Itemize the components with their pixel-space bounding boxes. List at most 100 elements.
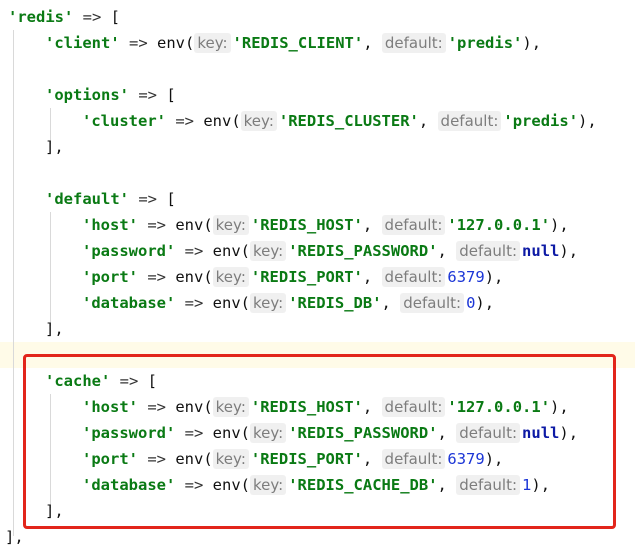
string-token: 'host' xyxy=(82,216,138,234)
punctuation-token: ), xyxy=(559,424,579,442)
string-token: 'REDIS_CLIENT' xyxy=(232,34,364,52)
function-token: env( xyxy=(175,216,213,234)
punctuation-token: , xyxy=(362,450,382,468)
punctuation-token: ], xyxy=(45,502,64,520)
punctuation-token: ), xyxy=(484,450,504,468)
string-token: 'default' xyxy=(45,190,129,208)
param-hint: default: xyxy=(381,267,446,287)
operator-token: => xyxy=(138,216,176,234)
code-line[interactable]: ], xyxy=(45,316,64,342)
code-line[interactable]: 'port' => env(key:'REDIS_PORT', default:… xyxy=(82,446,503,472)
punctuation-token: , xyxy=(362,268,382,286)
function-token: env( xyxy=(175,268,213,286)
annotation-highlight-box xyxy=(23,354,616,529)
string-token: 'cache' xyxy=(45,372,111,390)
punctuation-token: ), xyxy=(531,476,551,494)
code-line[interactable]: 'database' => env(key:'REDIS_DB', defaul… xyxy=(82,290,494,316)
code-line[interactable]: ], xyxy=(45,134,64,160)
operator-token: => xyxy=(119,34,157,52)
code-line[interactable]: ], xyxy=(45,498,64,524)
param-hint: key: xyxy=(194,33,231,53)
operator-token: => xyxy=(138,398,176,416)
string-token: 'password' xyxy=(82,424,176,442)
indent-guide-3 xyxy=(50,212,51,326)
function-token: env( xyxy=(212,242,250,260)
string-token: 'cluster' xyxy=(82,112,166,130)
keyword-token: null xyxy=(522,424,560,442)
punctuation-token: ), xyxy=(578,112,597,130)
code-line[interactable]: 'database' => env(key:'REDIS_CACHE_DB', … xyxy=(82,472,550,498)
param-hint: key: xyxy=(212,215,249,235)
operator-token: => xyxy=(175,294,213,312)
function-token: env( xyxy=(212,294,250,312)
punctuation-token: [ xyxy=(110,8,120,26)
code-line[interactable]: 'redis' => [ xyxy=(8,4,120,30)
string-token: 'options' xyxy=(45,86,129,104)
punctuation-token: , xyxy=(437,476,457,494)
function-token: env( xyxy=(203,112,241,130)
indent-guide-4 xyxy=(50,394,51,508)
function-token: env( xyxy=(175,450,213,468)
punctuation-token: ), xyxy=(475,294,495,312)
indent-guide-2 xyxy=(50,108,51,144)
string-token: 'port' xyxy=(82,450,138,468)
operator-token: => xyxy=(129,86,167,104)
code-line[interactable]: 'port' => env(key:'REDIS_PORT', default:… xyxy=(82,264,503,290)
operator-token: => xyxy=(138,450,176,468)
punctuation-token: , xyxy=(381,294,401,312)
punctuation-token: , xyxy=(363,34,382,52)
operator-token: => xyxy=(129,190,167,208)
param-hint: default: xyxy=(456,241,521,261)
operator-token: => xyxy=(73,8,111,26)
punctuation-token: ], xyxy=(45,138,64,156)
number-token: 6379 xyxy=(447,268,485,286)
operator-token: => xyxy=(175,242,213,260)
operator-token: => xyxy=(166,112,204,130)
function-token: env( xyxy=(212,476,250,494)
string-token: 'REDIS_PORT' xyxy=(250,268,363,286)
number-token: 6379 xyxy=(447,450,485,468)
code-line[interactable]: 'cache' => [ xyxy=(45,368,157,394)
punctuation-token: , xyxy=(437,242,457,260)
string-token: 'host' xyxy=(82,398,138,416)
string-token: 'REDIS_PASSWORD' xyxy=(288,242,438,260)
code-line[interactable]: 'password' => env(key:'REDIS_PASSWORD', … xyxy=(82,238,578,264)
string-token: 'REDIS_CLUSTER' xyxy=(278,112,419,130)
string-token: 'database' xyxy=(82,294,176,312)
punctuation-token: ), xyxy=(522,34,542,52)
punctuation-token: , xyxy=(362,216,382,234)
punctuation-token: ), xyxy=(484,268,504,286)
param-hint: default: xyxy=(456,423,521,443)
param-hint: key: xyxy=(212,449,249,469)
string-token: 'REDIS_HOST' xyxy=(250,216,363,234)
string-token: 'predis' xyxy=(503,112,579,130)
punctuation-token: [ xyxy=(147,372,157,390)
code-line[interactable]: 'host' => env(key:'REDIS_HOST', default:… xyxy=(82,394,569,420)
function-token: env( xyxy=(212,424,250,442)
punctuation-token: ), xyxy=(559,242,579,260)
code-line[interactable]: ], xyxy=(5,524,24,550)
code-line[interactable]: 'password' => env(key:'REDIS_PASSWORD', … xyxy=(82,420,578,446)
code-line[interactable]: 'cluster' => env(key:'REDIS_CLUSTER', de… xyxy=(82,108,597,134)
code-line[interactable]: 'options' => [ xyxy=(45,82,176,108)
string-token: 'password' xyxy=(82,242,176,260)
code-line[interactable]: 'host' => env(key:'REDIS_HOST', default:… xyxy=(82,212,569,238)
string-token: 'client' xyxy=(45,34,120,52)
string-token: 'database' xyxy=(82,476,176,494)
string-token: 'port' xyxy=(82,268,138,286)
param-hint: key: xyxy=(212,397,249,417)
string-token: '127.0.0.1' xyxy=(447,216,551,234)
string-token: 'REDIS_HOST' xyxy=(250,398,363,416)
param-hint: default: xyxy=(381,449,446,469)
param-hint: default: xyxy=(456,475,521,495)
punctuation-token: , xyxy=(437,424,457,442)
code-line[interactable]: 'default' => [ xyxy=(45,186,176,212)
string-token: '127.0.0.1' xyxy=(447,398,551,416)
punctuation-token: ), xyxy=(550,216,569,234)
param-hint: default: xyxy=(381,397,446,417)
param-hint: default: xyxy=(381,33,446,53)
string-token: 'REDIS_CACHE_DB' xyxy=(288,476,438,494)
param-hint: default: xyxy=(400,293,465,313)
string-token: 'REDIS_PORT' xyxy=(250,450,363,468)
code-line[interactable]: 'client' => env(key:'REDIS_CLIENT', defa… xyxy=(45,30,541,56)
